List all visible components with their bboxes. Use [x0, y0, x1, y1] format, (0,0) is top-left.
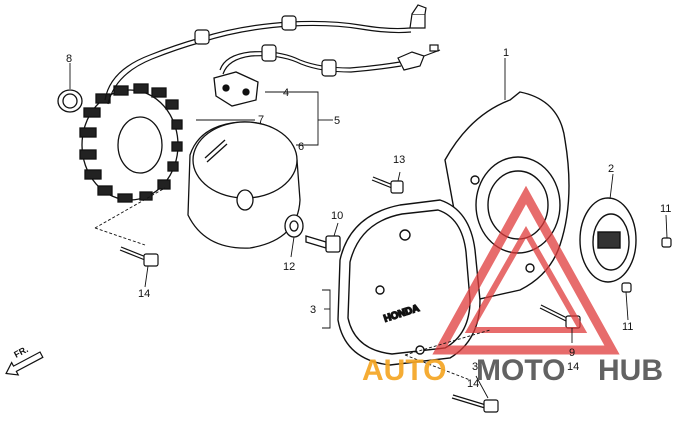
- flywheel-bolt: [305, 235, 341, 253]
- callout-10: 10: [331, 210, 343, 222]
- callout-labels: 8 1 7 4 5 6 13 2 11 10 12 14 3 11 9 14 3…: [66, 47, 671, 390]
- callout-14-right: 14: [567, 361, 579, 373]
- callout-8: 8: [66, 53, 72, 65]
- flywheel: [187, 121, 301, 249]
- callout-4: 4: [283, 87, 289, 99]
- callout-13: 13: [393, 154, 405, 166]
- bolt-11-right: [661, 237, 672, 248]
- washer: [284, 214, 304, 238]
- bolt-bottom: [451, 394, 499, 413]
- stator-coil: [79, 83, 183, 203]
- callout-5: 5: [334, 115, 340, 127]
- callout-1: 1: [503, 47, 509, 59]
- left-crankcase-cover: HONDA: [337, 199, 481, 366]
- front-direction-arrow: FR.: [5, 344, 44, 376]
- callout-11-lower: 11: [622, 321, 633, 333]
- pulse-generator-harness: [219, 44, 441, 77]
- callout-14-left: 14: [138, 288, 150, 300]
- leader-lines: [69, 58, 668, 399]
- callout-3-bottom: 3: [472, 361, 478, 373]
- callout-11-right: 11: [660, 203, 671, 215]
- bolt-13: [371, 176, 404, 194]
- front-direction-label: FR.: [12, 344, 29, 360]
- watermark-triangle: [432, 185, 620, 355]
- bolt-left: [119, 246, 159, 267]
- watermark-auto: AUTO: [362, 354, 446, 387]
- callout-3-left: 3: [310, 304, 316, 316]
- watermark-hub: HUB: [598, 354, 663, 387]
- callout-9: 9: [569, 347, 575, 359]
- callout-14-bottom: 14: [467, 378, 479, 390]
- stator-wire-harness: [104, 4, 427, 105]
- pulse-generator: [213, 71, 259, 107]
- callout-6: 6: [298, 141, 304, 153]
- timing-cap: [579, 197, 637, 283]
- callout-12: 12: [283, 261, 295, 273]
- watermark-moto: MOTO: [476, 354, 565, 387]
- callout-7: 7: [258, 114, 264, 126]
- collar: [57, 89, 83, 113]
- bolt-11-lower: [621, 282, 632, 293]
- watermark-wordmark: AUTO MOTO HUB: [362, 354, 663, 387]
- callout-2: 2: [608, 163, 614, 175]
